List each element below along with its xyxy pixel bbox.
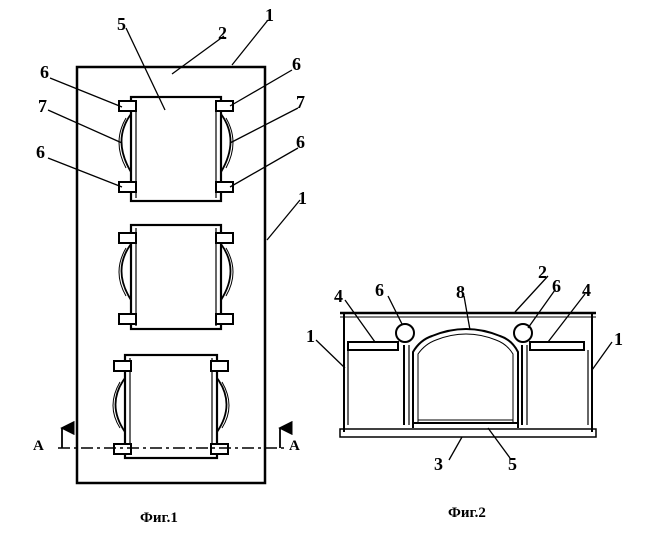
label-6: 6 <box>375 280 384 300</box>
spring <box>220 113 232 173</box>
clamp <box>215 313 234 325</box>
clamp <box>210 360 229 372</box>
label-4: 4 <box>334 286 343 306</box>
label-6: 6 <box>292 54 301 74</box>
clamp <box>118 181 137 193</box>
fig2-caption: Фиг.2 <box>448 505 486 521</box>
clamp <box>215 181 234 193</box>
spring <box>120 113 132 173</box>
label-5: 5 <box>508 454 517 474</box>
fig2-left-plate <box>347 341 399 351</box>
fig2-right-plate <box>529 341 585 351</box>
label-6: 6 <box>296 132 305 152</box>
spring <box>112 381 121 429</box>
fig1-cell-bottom <box>112 353 230 460</box>
label-6: 6 <box>552 276 561 296</box>
label-7: 7 <box>38 96 47 116</box>
spring <box>118 117 127 169</box>
fig1-frame <box>75 65 267 485</box>
clamp <box>118 313 137 325</box>
label-3: 3 <box>434 454 443 474</box>
clamp <box>118 232 137 244</box>
fig2-roller-right <box>513 323 533 343</box>
clamp <box>215 232 234 244</box>
spring <box>120 243 132 301</box>
spring <box>225 247 234 297</box>
spring <box>216 377 228 433</box>
label-6: 6 <box>36 142 45 162</box>
label-4: 4 <box>582 280 591 300</box>
fig2-center-body <box>412 328 519 428</box>
label-1: 1 <box>614 329 623 349</box>
label-5: 5 <box>117 14 126 34</box>
clamp <box>113 443 132 455</box>
figure-2 <box>315 275 613 461</box>
label-1: 1 <box>298 188 307 208</box>
section-label-a: A <box>33 438 44 454</box>
fig1-caption: Фиг.1 <box>140 510 178 526</box>
fig1-cell-top <box>118 95 234 203</box>
label-1: 1 <box>265 5 274 25</box>
spring <box>225 117 234 169</box>
spring <box>118 247 127 297</box>
label-1: 1 <box>306 326 315 346</box>
clamp <box>215 100 234 112</box>
label-2: 2 <box>538 262 547 282</box>
spring <box>114 377 126 433</box>
fig2-base-plate <box>339 428 597 438</box>
label-7: 7 <box>296 92 305 112</box>
spring <box>221 381 230 429</box>
clamp <box>113 360 132 372</box>
figure-1 <box>47 19 301 485</box>
clamp <box>210 443 229 455</box>
section-label-a: A <box>289 438 300 454</box>
label-6: 6 <box>40 62 49 82</box>
fig2-roller-left <box>395 323 415 343</box>
label-8: 8 <box>456 282 465 302</box>
clamp <box>118 100 137 112</box>
fig1-cell-middle <box>118 223 234 331</box>
spring <box>220 243 232 301</box>
label-2: 2 <box>218 23 227 43</box>
